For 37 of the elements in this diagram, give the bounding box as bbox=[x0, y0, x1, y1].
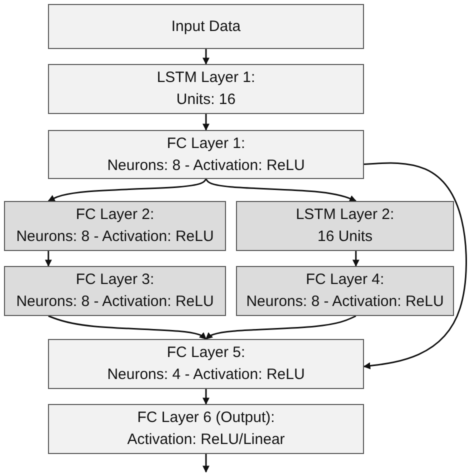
layer-box bbox=[236, 266, 454, 316]
arrow bbox=[202, 49, 210, 65]
arrow bbox=[44, 251, 52, 267]
layer-title: FC Layer 5: bbox=[166, 343, 246, 363]
layer-box bbox=[236, 201, 454, 251]
layer-details: Units: 16 bbox=[176, 90, 236, 110]
layer-details: Neurons: 8 - Activation: ReLU bbox=[246, 292, 444, 312]
arrow bbox=[205, 315, 356, 340]
layer-details: 16 Units bbox=[317, 227, 373, 247]
arrow bbox=[363, 162, 467, 370]
arrow bbox=[48, 315, 207, 340]
arrow bbox=[202, 114, 210, 131]
layer-title: LSTM Layer 1: bbox=[156, 68, 256, 88]
arrow bbox=[352, 251, 360, 267]
layer-box bbox=[48, 130, 364, 179]
layer-title: FC Layer 2: bbox=[76, 205, 154, 225]
layer-details: Neurons: 4 - Activation: ReLU bbox=[107, 365, 305, 385]
layer-title: FC Layer 3: bbox=[76, 270, 154, 290]
arrow bbox=[48, 178, 207, 202]
layer-title: FC Layer 6 (Output): bbox=[137, 408, 275, 428]
layer-title: LSTM Layer 2: bbox=[296, 205, 394, 225]
layer-title: FC Layer 1: bbox=[166, 134, 246, 154]
arrow bbox=[202, 454, 210, 473]
layer-details: Activation: ReLU/Linear bbox=[127, 430, 285, 450]
layer-details: Neurons: 8 - Activation: ReLU bbox=[16, 227, 214, 247]
layer-box bbox=[48, 4, 364, 49]
layer-details: Neurons: 8 - Activation: ReLU bbox=[107, 156, 305, 176]
arrow bbox=[205, 178, 357, 202]
layer-box bbox=[4, 201, 226, 251]
layer-box bbox=[48, 339, 364, 389]
arrow bbox=[202, 389, 210, 405]
layer-box bbox=[4, 266, 226, 316]
layer-box bbox=[48, 404, 364, 454]
layer-title: FC Layer 4: bbox=[306, 270, 384, 290]
layer-details: Neurons: 8 - Activation: ReLU bbox=[16, 292, 214, 312]
layer-box bbox=[48, 64, 364, 114]
layer-title: Input Data bbox=[171, 16, 241, 36]
